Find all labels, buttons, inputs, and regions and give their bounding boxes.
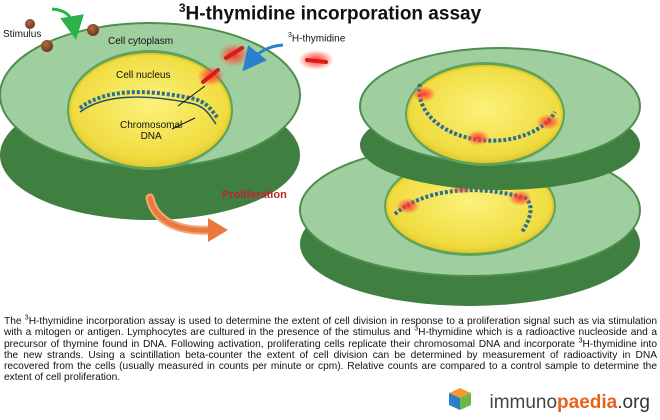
- thymidine-molecule: [305, 58, 328, 64]
- parent-nucleus: [69, 53, 231, 167]
- proliferation-arrow: [145, 193, 228, 242]
- parent-cell: [0, 22, 301, 220]
- label-proliferation: Proliferation: [222, 189, 287, 201]
- daughter-cell-top: [359, 47, 641, 190]
- title-text: H-thymidine incorporation assay: [185, 3, 482, 25]
- description-text: The 3H-thymidine incorporation assay is …: [4, 314, 658, 384]
- stimulus-particle: [41, 40, 53, 52]
- diagram-stage: [0, 7, 641, 306]
- title-superscript: 3: [178, 1, 186, 15]
- daughter-cell-bottom: [299, 143, 641, 306]
- logo: immunopaedia.org: [489, 392, 650, 413]
- label-cytoplasm: Cell cytoplasm: [108, 36, 174, 47]
- thymidine-arrow: [242, 43, 284, 72]
- stimulus-particle: [25, 19, 35, 29]
- label-stimulus: Stimulus: [3, 29, 42, 40]
- label-thymidine: 3H-thymidine: [288, 32, 346, 45]
- page-title: 3H-thymidine incorporation assay: [0, 1, 660, 25]
- diagram-canvas: [0, 7, 641, 306]
- label-nucleus: Cell nucleus: [116, 70, 171, 81]
- stimulus-arrow: [51, 7, 84, 40]
- stimulus-particle: [87, 24, 99, 36]
- logo-cube-icon: [449, 388, 471, 410]
